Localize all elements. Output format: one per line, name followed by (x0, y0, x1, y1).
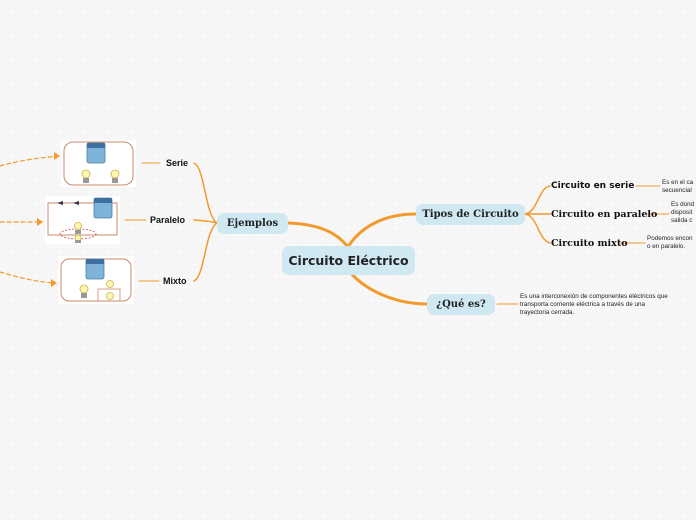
dashed-arrow-serie (0, 155, 59, 167)
connector-tipos-serie (524, 185, 551, 215)
note-circuito-mixto: Podemos encon o en paralelo. (647, 235, 693, 250)
note-circuito-en-paralelo: Es dond disposit salida c (671, 201, 695, 224)
note-circuito-en-serie: Es en el ca secuencial (662, 179, 694, 194)
topic-paralelo[interactable]: Paralelo (150, 215, 186, 225)
connector-ejemplos-paralelo (193, 219, 218, 224)
topic-circuito-en-serie[interactable]: Circuito en serie (551, 181, 635, 191)
topic-circuito-en-paralelo[interactable]: Circuito en paralelo (551, 209, 658, 220)
series-circuit-illustration-icon[interactable] (61, 140, 136, 187)
topic-mixto[interactable]: Mixto (163, 276, 187, 286)
root-node[interactable]: Circuito Eléctrico (282, 246, 415, 275)
connector-ejemplos-mixto (193, 222, 218, 282)
parallel-circuit-illustration-icon[interactable] (45, 196, 120, 244)
topic-circuito-mixto[interactable]: Circuito mixto (551, 238, 628, 249)
branch-que-es[interactable]: ¿Qué es? (427, 294, 495, 315)
connector-tipos-mixto (524, 213, 551, 244)
branch-tipos-de-circuito[interactable]: Tipos de Circuito (416, 204, 525, 225)
connector-root-tipos (344, 212, 418, 252)
topic-serie[interactable]: Serie (166, 158, 189, 168)
dashed-arrow-mixto (0, 271, 56, 284)
connector-root-que (348, 270, 429, 306)
note-que-es: Es una interconexión de componentes eléc… (520, 293, 668, 316)
connector-root-ejemplos (286, 221, 352, 252)
connector-ejemplos-serie (193, 162, 218, 224)
mixed-circuit-illustration-icon[interactable] (58, 256, 134, 304)
branch-ejemplos[interactable]: Ejemplos (217, 213, 288, 234)
